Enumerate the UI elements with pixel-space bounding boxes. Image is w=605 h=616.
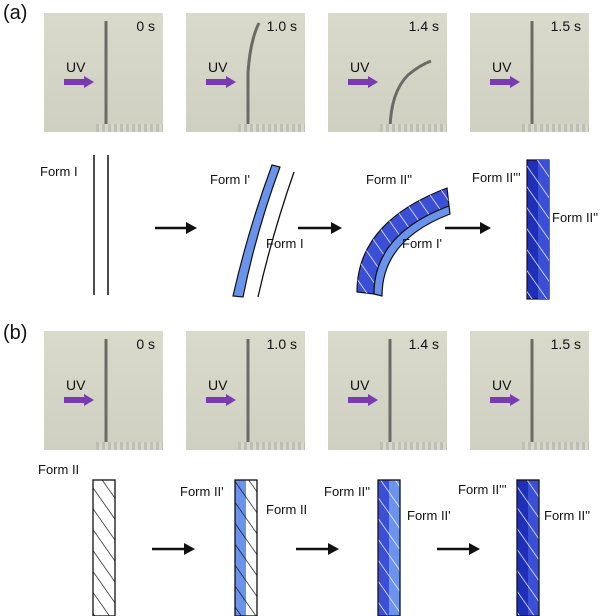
uv-arrow-icon <box>64 76 94 88</box>
fiber-straight <box>530 339 534 450</box>
form-ii-triple-prime-fiber <box>526 159 550 300</box>
label-form-ii-double-prime-side: Form II'' <box>552 210 599 225</box>
label-form-i-prime: Form I' <box>210 172 251 187</box>
arrow-right-icon <box>437 543 480 555</box>
panel-label-b: (b) <box>3 322 28 344</box>
arrow-right-icon <box>445 222 491 234</box>
uv-arrow-icon <box>348 76 378 88</box>
uv-label: UV <box>350 59 370 75</box>
form-ii-prime-fiber <box>234 479 258 616</box>
uv-label: UV <box>66 59 86 75</box>
panel-label-a: (a) <box>3 2 28 24</box>
label-form-ii-double-prime-b: Form II'' <box>324 484 371 499</box>
time-label: 1.0 s <box>266 18 297 34</box>
fiber-straight <box>388 339 392 450</box>
substrate <box>522 124 589 132</box>
uv-label: UV <box>492 377 512 393</box>
photo-a-0s: 0 s UV <box>44 13 163 132</box>
label-form-i: Form I <box>40 164 78 179</box>
photo-b-1-4s: 1.4 s UV <box>328 331 447 450</box>
substrate <box>238 442 305 450</box>
fiber-strongly-bent <box>388 59 432 132</box>
photo-b-1s: 1.0 s UV <box>186 331 305 450</box>
uv-label: UV <box>208 59 228 75</box>
uv-label: UV <box>66 377 86 393</box>
photo-b-0s: 0 s UV <box>44 331 163 450</box>
arrow-right-icon <box>298 222 342 234</box>
fiber-slightly-bent <box>246 22 261 132</box>
form-ii-double-prime-fiber <box>356 187 451 297</box>
label-form-ii: Form II <box>38 462 80 477</box>
uv-arrow-icon <box>490 76 520 88</box>
fiber-straight <box>104 21 108 132</box>
uv-arrow-icon <box>206 76 236 88</box>
form-ii-double-prime-fiber-b <box>377 479 401 616</box>
substrate <box>380 124 447 132</box>
photo-a-1-4s: 1.4 s UV <box>328 13 447 132</box>
form-i-fiber <box>93 155 109 295</box>
arrow-right-icon <box>152 543 195 555</box>
label-form-ii-prime-side: Form II' <box>407 508 451 523</box>
uv-arrow-icon <box>490 394 520 406</box>
label-form-ii-side: Form II <box>266 502 308 517</box>
label-form-i-under: Form I <box>266 236 304 251</box>
time-label: 1.5 s <box>550 336 581 352</box>
form-ii-triple-prime-fiber-b <box>516 479 540 616</box>
fiber-straight <box>530 21 534 132</box>
label-form-ii-triple-prime-b: Form II''' <box>458 482 507 497</box>
uv-label: UV <box>350 377 370 393</box>
fiber-straight <box>104 339 108 450</box>
time-label: 1.4 s <box>408 18 439 34</box>
label-form-ii-prime: Form II' <box>180 484 224 499</box>
photo-b-1-5s: 1.5 s UV <box>470 331 589 450</box>
uv-arrow-icon <box>348 394 378 406</box>
label-form-i-prime-under: Form I' <box>402 236 443 251</box>
uv-arrow-icon <box>206 394 236 406</box>
time-label: 1.5 s <box>550 18 581 34</box>
time-label: 0 s <box>136 336 155 352</box>
uv-label: UV <box>492 59 512 75</box>
substrate <box>522 442 589 450</box>
time-label: 0 s <box>136 18 155 34</box>
arrow-right-icon <box>296 543 339 555</box>
arrow-right-icon <box>155 222 197 234</box>
substrate <box>96 442 163 450</box>
time-label: 1.0 s <box>266 336 297 352</box>
label-form-ii-double-prime: Form II'' <box>366 172 413 187</box>
form-ii-fiber <box>92 479 116 616</box>
label-form-ii-triple-prime: Form II''' <box>472 170 521 185</box>
fiber-straight <box>246 339 250 450</box>
substrate <box>96 124 163 132</box>
substrate <box>238 124 305 132</box>
uv-arrow-icon <box>64 394 94 406</box>
label-form-ii-double-prime-side-b: Form II'' <box>544 508 591 523</box>
substrate <box>380 442 447 450</box>
photo-a-1-5s: 1.5 s UV <box>470 13 589 132</box>
photo-a-1s: 1.0 s UV <box>186 13 305 132</box>
time-label: 1.4 s <box>408 336 439 352</box>
uv-label: UV <box>208 377 228 393</box>
form-i-prime-fiber <box>232 164 295 298</box>
